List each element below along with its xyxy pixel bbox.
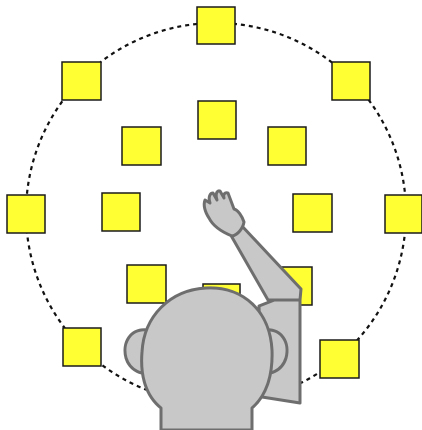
- target-inner-left: [102, 193, 140, 231]
- target-outer-bottom-left: [63, 328, 101, 366]
- target-inner-top: [198, 101, 236, 139]
- person-reaching-icon: [125, 191, 301, 430]
- head: [142, 288, 272, 430]
- target-outer-bottom-right: [320, 340, 359, 378]
- target-outer-right: [385, 195, 422, 233]
- target-inner-top-right: [268, 127, 306, 165]
- hand: [204, 191, 244, 236]
- target-outer-top-right: [332, 62, 370, 100]
- target-outer-left: [7, 195, 45, 233]
- target-outer-top-left: [62, 62, 101, 100]
- target-inner-bottom-left: [127, 265, 166, 303]
- target-inner-right: [293, 194, 332, 232]
- target-outer-top: [197, 7, 235, 44]
- target-inner-top-left: [122, 127, 161, 165]
